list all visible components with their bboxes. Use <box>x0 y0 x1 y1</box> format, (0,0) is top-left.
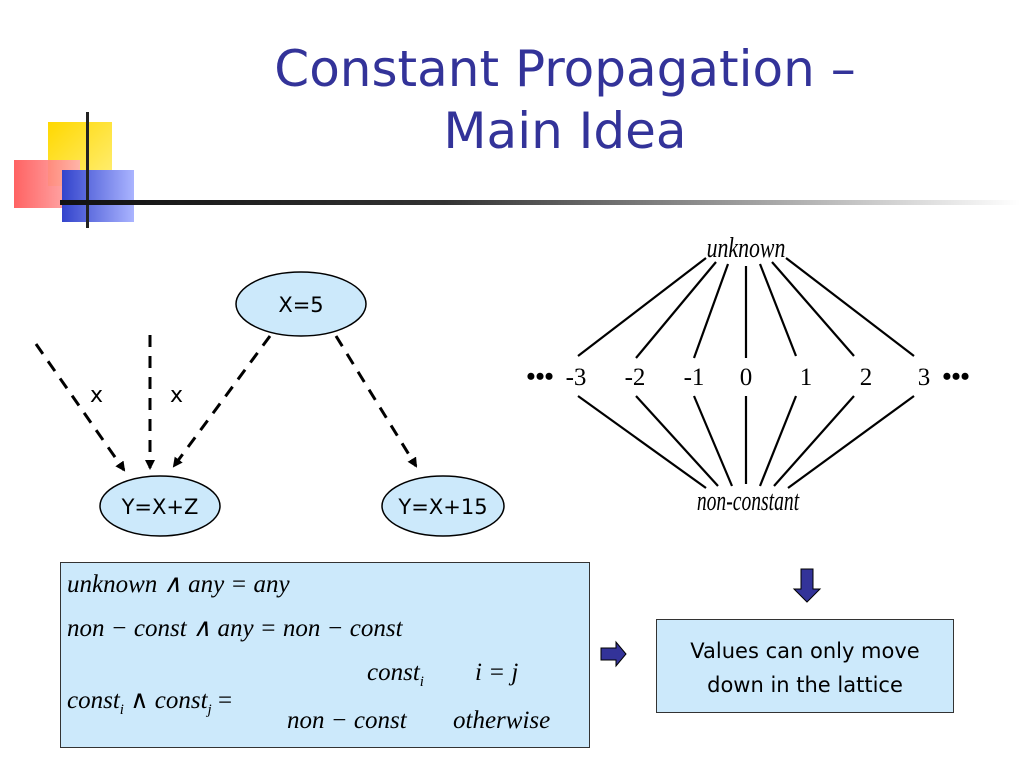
lattice-bottom-label: non-constant <box>697 486 800 517</box>
edge-source-to-left <box>172 335 272 468</box>
lattice-value: 0 <box>740 364 753 391</box>
node-source <box>235 271 367 337</box>
lattice-top-label: unknown <box>707 234 786 264</box>
lattice-edge <box>635 395 719 487</box>
rule-unknown-meet: unknown ∧ any = any <box>67 571 290 598</box>
edge-label-2: x <box>170 383 183 408</box>
note-line-1: Values can only move <box>690 639 920 663</box>
const-i: consti <box>67 687 124 718</box>
lattice-edge <box>787 395 915 489</box>
lattice-edge <box>771 261 855 357</box>
lattice-edge <box>692 395 734 487</box>
rule-const-meet: consti ∧ constj = <box>67 687 233 718</box>
case-nonconst-value: non − const <box>287 707 407 734</box>
lattice-edge <box>692 263 730 359</box>
case-const-condition: i = j <box>475 659 519 686</box>
lattice-value: -1 <box>684 364 705 391</box>
lattice-value: 1 <box>800 364 813 391</box>
lattice-value: -2 <box>625 364 646 391</box>
lattice-ellipsis-left: ••• <box>526 362 553 391</box>
lattice-labels: unknown -3 -2 -1 0 1 2 3 ••• ••• non-con… <box>526 234 969 517</box>
node-right-label: Y=X+15 <box>397 495 487 519</box>
node-source-label: X=5 <box>278 293 323 317</box>
node-left-label: Y=X+Z <box>121 495 199 519</box>
case-const-value: consti <box>367 659 424 690</box>
node-left <box>99 475 221 537</box>
title-line-2: Main Idea <box>443 102 687 160</box>
decor-blue-square <box>62 170 134 222</box>
lattice-edge <box>577 257 707 357</box>
edge-left-incoming <box>34 343 126 472</box>
down-arrow-icon <box>792 568 822 603</box>
const-j: constj <box>154 687 212 718</box>
lattice-value: 2 <box>860 364 873 391</box>
note-line-2: down in the lattice <box>707 673 903 697</box>
title-line-1: Constant Propagation – <box>274 40 856 98</box>
lattice-value: 3 <box>918 364 931 391</box>
edge-label-1: x <box>90 383 103 408</box>
slide-title: Constant Propagation – Main Idea <box>180 38 950 162</box>
lattice-value: -3 <box>566 364 587 391</box>
node-right <box>381 475 505 537</box>
lattice-ellipsis-right: ••• <box>942 362 969 391</box>
case-otherwise: otherwise <box>453 707 551 734</box>
edge-source-to-right <box>334 335 418 468</box>
decor-vertical-bar <box>86 112 89 228</box>
lattice-edge <box>577 395 707 489</box>
title-rule <box>60 200 1020 205</box>
lattice-edge <box>785 257 915 357</box>
rule-nonconst-meet: non − const ∧ any = non − const <box>67 615 403 642</box>
lattice-note-box: Values can only move down in the lattice <box>656 619 954 713</box>
lattice-edge <box>758 263 798 357</box>
lattice-edge <box>773 395 855 487</box>
flow-graph: x x X=5 Y=X+Z Y=X+15 <box>34 271 505 537</box>
meet-rules-box: unknown ∧ any = any non − const ∧ any = … <box>60 562 590 748</box>
lattice <box>577 257 915 489</box>
right-arrow-icon <box>600 640 627 668</box>
lattice-edge <box>635 261 717 359</box>
lattice-edge <box>758 395 798 487</box>
